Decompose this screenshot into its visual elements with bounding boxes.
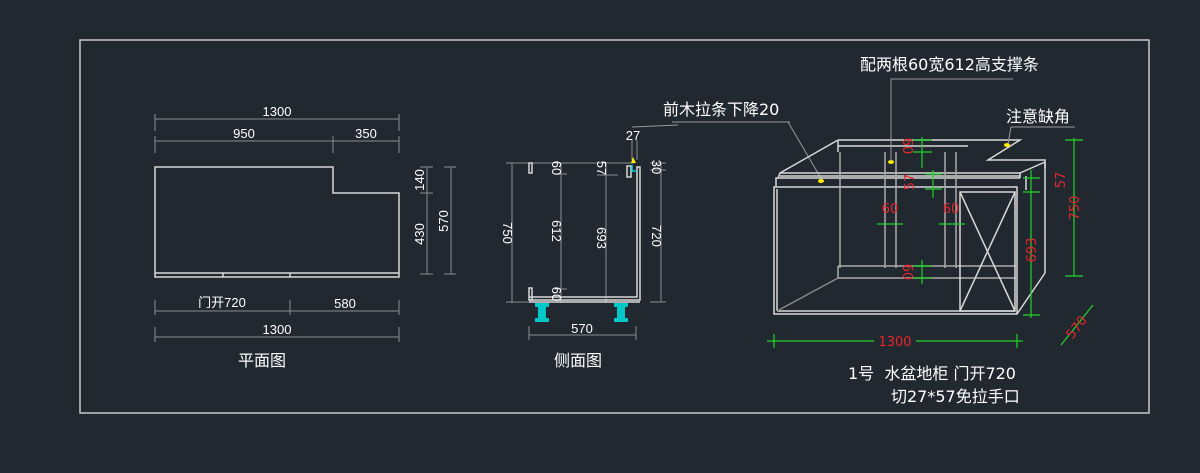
side-dim-60-top: 60 [549, 161, 564, 175]
side-dim-570: 570 [571, 321, 593, 336]
side-view-outline [528, 162, 641, 303]
leveling-foot-left [535, 303, 549, 322]
corner-marker [1004, 143, 1010, 147]
iso-dim-693: 693 [1025, 238, 1040, 263]
plan-dim-bottom-right: 580 [334, 296, 356, 311]
side-dim-57: 57 [594, 161, 609, 175]
support-marker [888, 160, 894, 164]
iso-markers [818, 143, 1010, 183]
plan-dim-top-right: 350 [355, 126, 377, 141]
side-view-accents [535, 157, 637, 322]
plan-dim-bottom-total: 1300 [263, 322, 292, 337]
iso-dim-570: 570 [1064, 313, 1091, 342]
cabinet-caption-line2: 切27*57免拉手口 [891, 387, 1020, 406]
dim-1300-gap [874, 334, 916, 348]
plan-dim-top-total: 1300 [263, 104, 292, 119]
iso-dim-60-left: 60 [882, 202, 899, 217]
plan-dim-door: 门开720 [198, 295, 246, 310]
drawing-frame [79, 39, 1150, 414]
leveling-foot-right [614, 303, 628, 322]
side-dim-60-bottom: 60 [549, 287, 564, 301]
plan-dim-notch: 140 [412, 169, 427, 191]
side-dim-27: 27 [626, 128, 640, 143]
iso-view-outline [773, 139, 1046, 315]
iso-dim-60-top: 60 [899, 138, 914, 155]
plan-dim-lower: 430 [412, 223, 427, 245]
plan-outline [154, 166, 400, 278]
front-rail-note: 前木拉条下降20 [663, 100, 779, 119]
side-dim-693: 693 [594, 227, 609, 249]
iso-dim-57-right: 57 [1054, 172, 1069, 189]
plan-dim-top-left: 950 [233, 126, 255, 141]
side-view-dims [506, 124, 679, 340]
iso-dim-57-top: 57 [903, 174, 918, 191]
iso-dim-60-right: 60 [943, 202, 960, 217]
side-dim-30: 30 [649, 160, 664, 174]
iso-dim-60-bottom: 60 [899, 264, 914, 281]
front-rail-marker [631, 157, 636, 163]
support-note: 配两根60宽612高支撑条 [860, 55, 1039, 74]
iso-dim-750: 750 [1068, 196, 1083, 221]
corner-note: 注意缺角 [1006, 107, 1070, 126]
side-view-title: 侧面图 [554, 351, 602, 370]
iso-dim-1300-label: 1300 [878, 335, 911, 350]
plan-view-title: 平面图 [238, 351, 286, 370]
plan-dim-depth: 570 [436, 210, 451, 232]
side-dim-720: 720 [649, 225, 664, 247]
side-dim-612: 612 [549, 220, 564, 242]
front-rail-marker-iso [818, 179, 824, 183]
cabinet-caption-line1: 1号 水盆地柜 门开720 [848, 364, 1016, 383]
front-rail-leader-2 [787, 121, 823, 181]
iso-leaders [890, 78, 1075, 161]
plan-view [154, 114, 456, 342]
side-dim-750: 750 [500, 222, 515, 244]
